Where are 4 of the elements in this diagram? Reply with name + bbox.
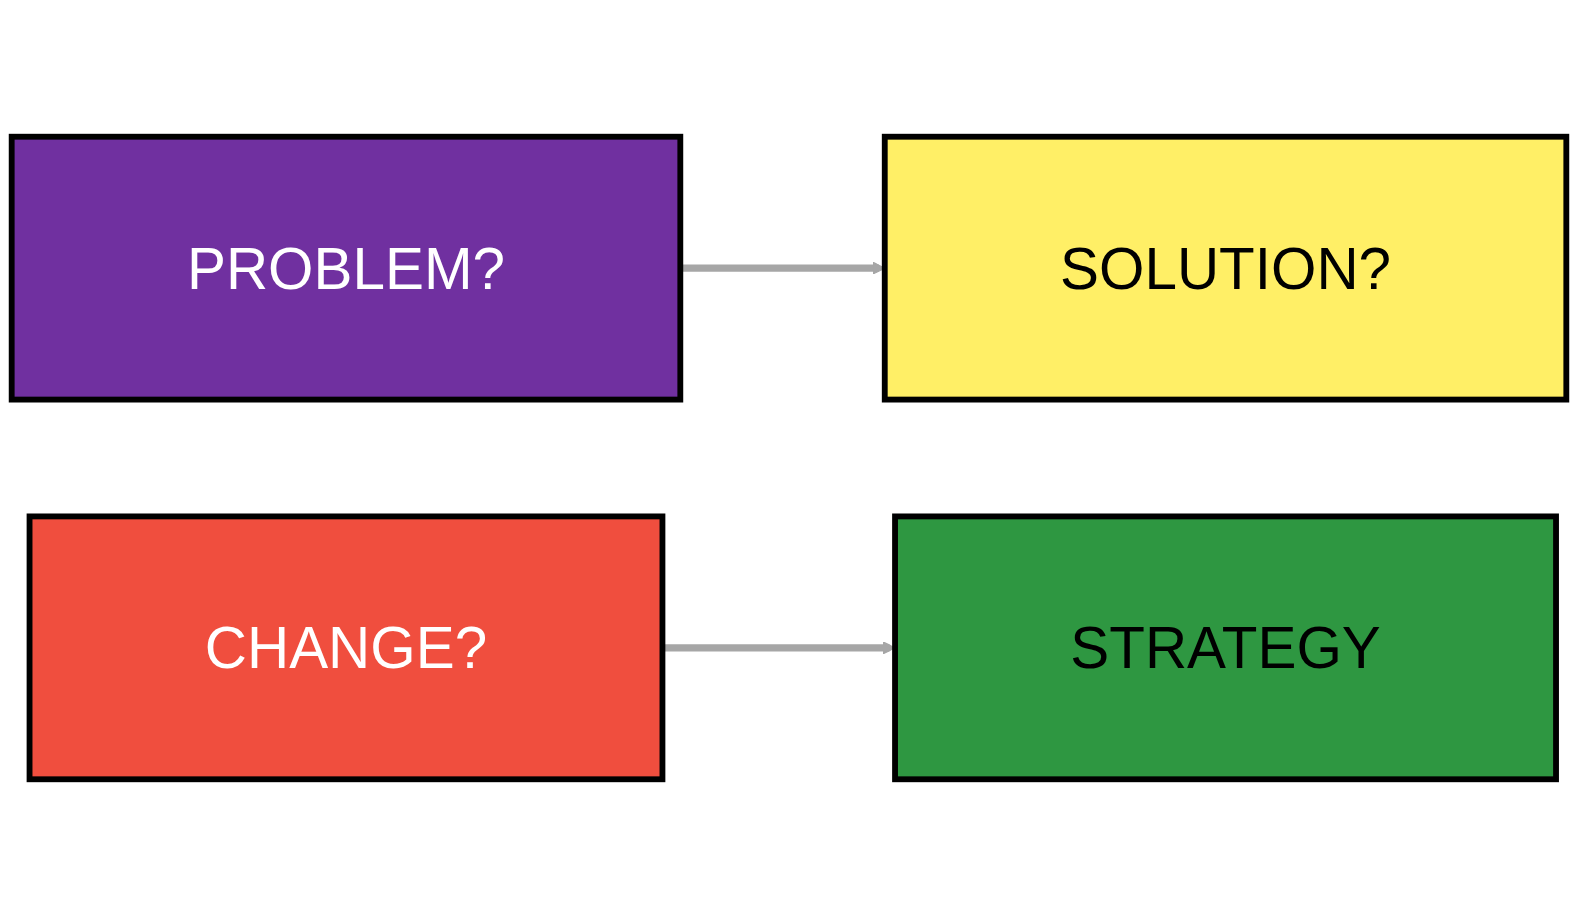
node-box: PROBLEM?	[8, 133, 684, 403]
node-box: SOLUTION?	[881, 133, 1570, 403]
node-box: STRATEGY	[892, 513, 1559, 783]
node-box: CHANGE?	[26, 513, 666, 783]
